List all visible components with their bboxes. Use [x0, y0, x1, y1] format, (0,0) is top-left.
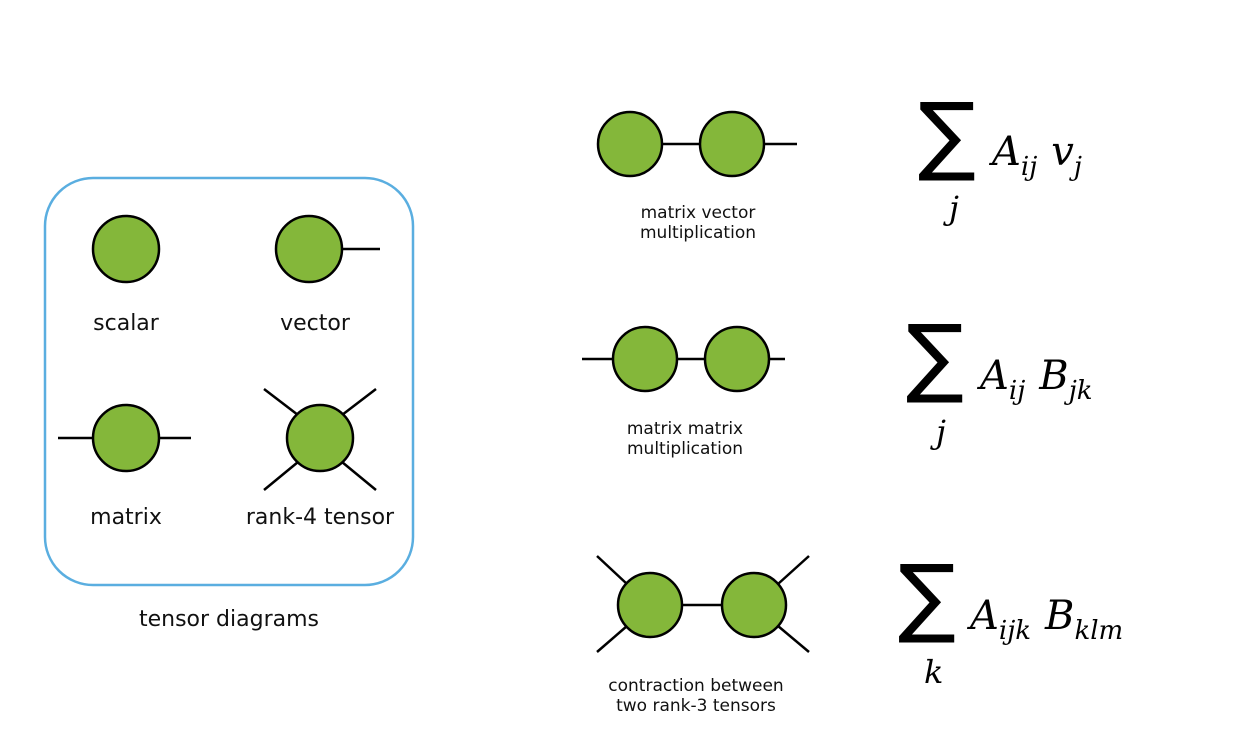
summation-symbol: ∑: [918, 85, 976, 185]
label-rank4-tensor: rank-4 tensor: [245, 505, 395, 530]
label-matrix: matrix: [90, 505, 162, 530]
tensor-indices: ij: [1008, 376, 1026, 406]
rank4-tensor-diagram: [263, 388, 377, 491]
tensor-symbol: v: [1051, 129, 1074, 175]
scalar-diagram: [91, 214, 161, 284]
tensor-symbol: A: [970, 593, 999, 639]
label-vector: vector: [280, 311, 350, 336]
tensor-symbol: B: [1045, 593, 1075, 639]
caption-line: contraction between: [608, 676, 784, 696]
legend-frame: [43, 176, 415, 587]
matrix-diagram: [58, 403, 191, 473]
rc-leg-b-top: [777, 555, 810, 585]
rank3-contraction-diagram: [596, 555, 810, 653]
tensor-symbol: A: [992, 129, 1021, 175]
mm-node-b: [703, 325, 771, 393]
rank4-leg-top-right: [341, 388, 377, 416]
rc-node-a: [616, 571, 684, 639]
caption-line: multiplication: [639, 223, 756, 243]
mv-matrix-node: [596, 110, 664, 178]
matrix-matrix-diagram: [582, 325, 785, 393]
tensor-indices: klm: [1074, 616, 1124, 646]
vector-diagram: [274, 214, 380, 284]
matrix-node: [91, 403, 161, 473]
tensor-symbol: B: [1039, 353, 1069, 399]
scalar-node: [91, 214, 161, 284]
caption-rank3-contraction: contraction between two rank-3 tensors: [586, 676, 806, 716]
mv-vector-node: [698, 110, 766, 178]
tensor-indices: ijk: [998, 616, 1032, 646]
rank4-leg-bottom-left: [263, 461, 299, 491]
rc-leg-a-bottom: [596, 625, 628, 653]
caption-line: matrix vector: [640, 203, 756, 223]
summation-index: k: [924, 653, 944, 691]
caption-line: multiplication: [626, 439, 743, 459]
caption-matrix-matrix: matrix matrix multiplication: [585, 419, 785, 459]
tensor-indices: j: [1073, 152, 1082, 182]
summation-index: j: [936, 413, 946, 451]
rank4-leg-bottom-right: [341, 461, 377, 491]
rc-leg-a-top: [596, 555, 628, 585]
legend-caption: tensor diagrams: [138, 607, 319, 632]
caption-line: matrix matrix: [626, 419, 744, 439]
caption-line: two rank-3 tensors: [616, 696, 776, 716]
label-scalar: scalar: [93, 311, 159, 336]
formula-terms: Aijk Bklm: [970, 596, 1123, 651]
rc-node-b: [720, 571, 788, 639]
tensor-symbol: A: [980, 353, 1009, 399]
rank4-leg-top-left: [263, 388, 299, 416]
summation-symbol: ∑: [898, 547, 956, 647]
formula-terms: Aij Bjk: [980, 356, 1093, 411]
rank4-node: [285, 403, 355, 473]
tensor-indices: ij: [1020, 152, 1038, 182]
matrix-vector-diagram: [596, 110, 797, 178]
caption-matrix-vector: matrix vector multiplication: [598, 203, 798, 243]
summation-symbol: ∑: [906, 307, 964, 407]
tensor-indices: jk: [1068, 376, 1093, 406]
mm-node-a: [611, 325, 679, 393]
rc-leg-b-bottom: [777, 625, 810, 653]
vector-node: [274, 214, 344, 284]
summation-index: j: [949, 189, 959, 227]
